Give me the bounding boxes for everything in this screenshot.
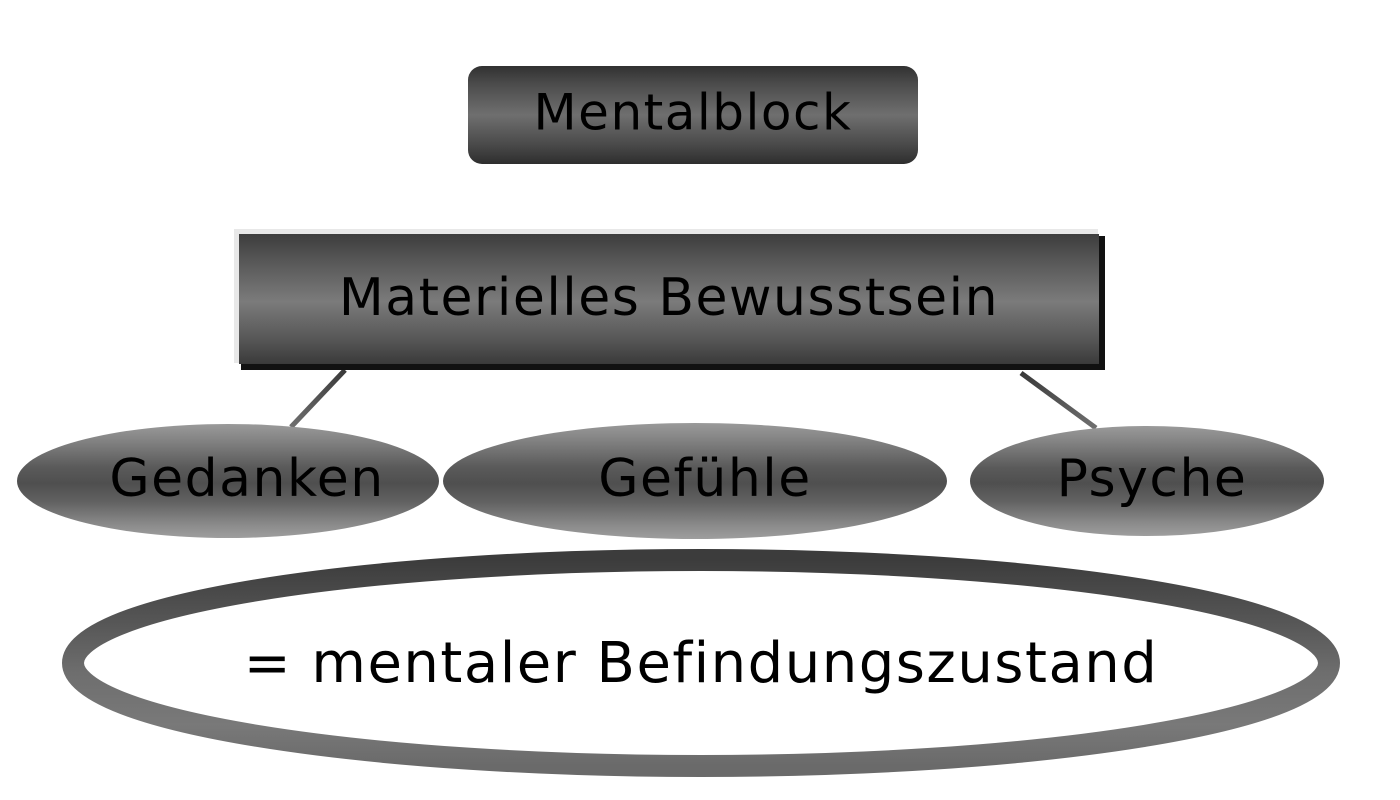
second-box-face [239,234,1099,364]
bottom-ellipse-label: = mentaler Befindungszustand [244,631,1159,696]
ellipse-right-label: Psyche [1057,449,1248,509]
top-box-shape [468,66,918,164]
top-box-label: Mentalblock [534,84,853,142]
node-ellipse-center[interactable]: Gefühle [443,423,947,539]
node-bottom-ellipse[interactable]: = mentaler Befindungszustand [62,549,1340,777]
connector-bewusstsein-to-gedanken [289,368,347,429]
bottom-ellipse-shape [62,549,1340,777]
second-box-label: Materielles Bewusstsein [339,268,999,328]
node-ellipse-left[interactable]: Gedanken [17,424,439,538]
ellipse-right-shape [970,426,1324,536]
node-top-box[interactable]: Mentalblock [468,66,918,164]
node-second-box[interactable]: Materielles Bewusstsein [234,229,1105,370]
ellipse-center-label: Gefühle [598,449,811,509]
ellipse-center-shape [443,423,947,539]
connector-bewusstsein-to-psyche [1019,370,1098,431]
ellipse-left-shape [17,424,439,538]
node-ellipse-right[interactable]: Psyche [970,426,1324,536]
ellipse-left-label: Gedanken [109,449,384,509]
